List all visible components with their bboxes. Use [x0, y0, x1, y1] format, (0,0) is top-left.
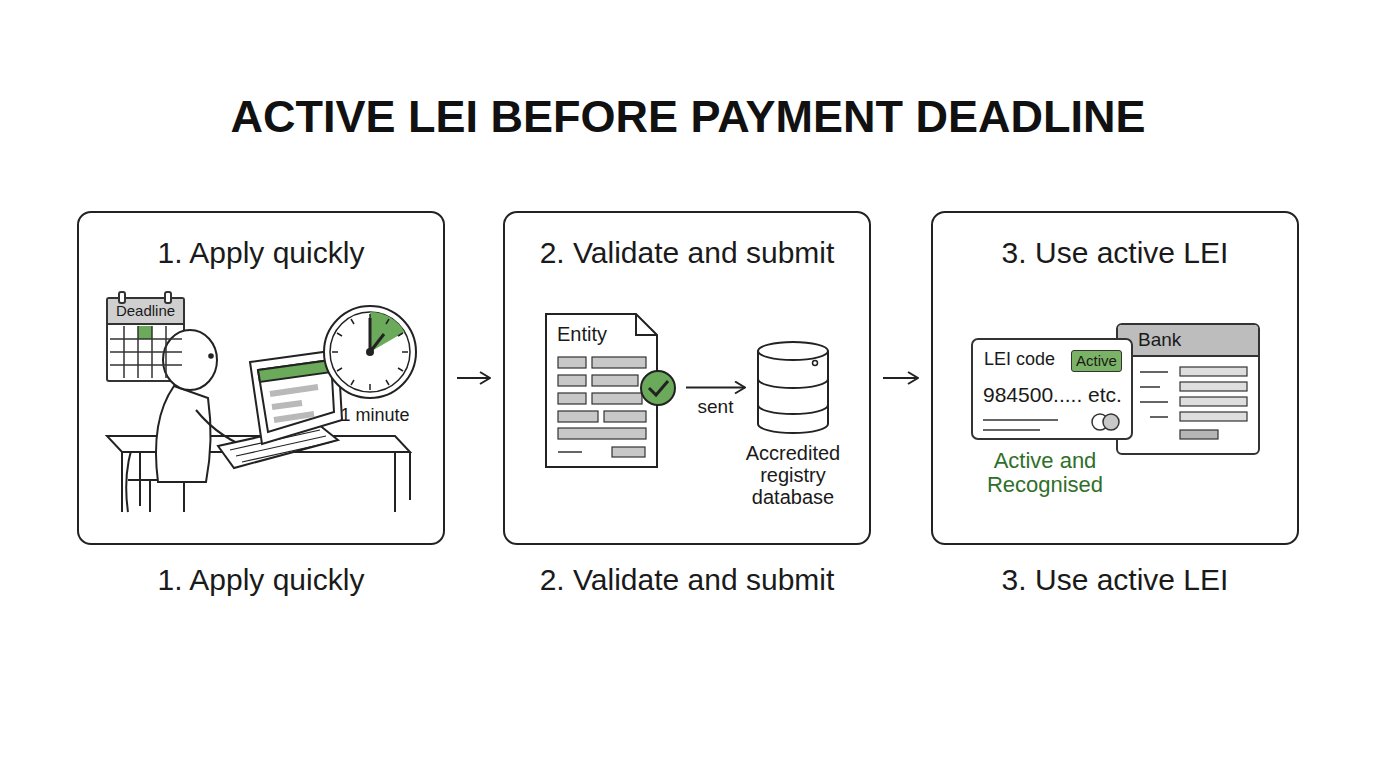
- database-band: [758, 379, 828, 388]
- laptop-content-bars: [270, 387, 318, 420]
- document-sheet: [546, 314, 657, 467]
- step-panel: 2. Validate and submit2. Validate and su…: [503, 211, 871, 545]
- person-eye: [209, 354, 213, 358]
- step-caption: 2. Validate and submit: [475, 562, 899, 598]
- registry-database: Accredited registry database: [757, 341, 829, 434]
- laptop-screen: [250, 350, 342, 444]
- step-heading: 2. Validate and submit: [505, 235, 869, 271]
- clock-pivot: [367, 349, 373, 355]
- clock-rim: [324, 306, 416, 398]
- entity-document: Entity: [545, 313, 658, 468]
- clock-ticks: [332, 314, 408, 390]
- person-body: [156, 386, 211, 482]
- desk-legs: [122, 452, 410, 512]
- step-caption: 1. Apply quickly: [49, 562, 473, 598]
- desk-top: [107, 436, 410, 452]
- database-outline: [757, 341, 829, 434]
- bank-window: Bank: [1116, 323, 1260, 455]
- desk-illustration: [107, 436, 410, 512]
- lei-code: 984500..... etc.: [983, 383, 1122, 407]
- database-label: Accredited registry database: [731, 442, 855, 508]
- lei-card: LEI code 984500..... etc. Active: [971, 338, 1133, 440]
- step-caption: 3. Use active LEI: [903, 562, 1327, 598]
- database-band: [758, 405, 828, 414]
- status-note: Active and Recognised: [970, 449, 1120, 497]
- clock-face: [330, 312, 410, 392]
- step-panel: 3. Use active LEI3. Use active LEILEI co…: [931, 211, 1299, 545]
- card-title: LEI code: [984, 349, 1055, 370]
- database-top: [758, 342, 828, 360]
- document-title: Entity: [557, 323, 607, 346]
- clock-hands: [370, 318, 384, 352]
- person-arm: [196, 410, 262, 452]
- step-heading: 1. Apply quickly: [79, 235, 443, 271]
- chair-illustration: [126, 436, 186, 512]
- person-hand: [259, 447, 273, 457]
- badge-text: Active: [1072, 351, 1121, 370]
- laptop-display: [258, 360, 334, 432]
- database-light: [813, 361, 818, 366]
- clock-illustration: [324, 306, 416, 398]
- flow-arrow: [686, 387, 745, 389]
- document-fold: [636, 314, 657, 335]
- edge-label: sent: [686, 396, 746, 418]
- calendar-heading: Deadline: [108, 299, 183, 325]
- flow-arrow: [457, 377, 490, 379]
- step-panel: 1. Apply quickly1. Apply quicklyDeadline: [77, 211, 445, 545]
- chair-back: [126, 436, 136, 512]
- database-body: [758, 351, 828, 433]
- window-title: Bank: [1118, 325, 1258, 357]
- clock-elapsed-wedge: [370, 312, 405, 352]
- laptop-keys: [230, 430, 332, 462]
- laptop-base: [218, 424, 338, 468]
- flow-arrow: [883, 377, 918, 379]
- deadline-calendar: Deadline: [106, 297, 185, 382]
- step-heading: 3. Use active LEI: [933, 235, 1297, 271]
- duration-label: 1 minute: [325, 404, 425, 426]
- laptop-header-bar: [258, 360, 332, 382]
- status-badge: Active: [1071, 350, 1122, 372]
- laptop-illustration: [218, 350, 342, 468]
- diagram-title: ACTIVE LEI BEFORE PAYMENT DEADLINE: [0, 90, 1376, 144]
- chair-seat: [128, 480, 186, 512]
